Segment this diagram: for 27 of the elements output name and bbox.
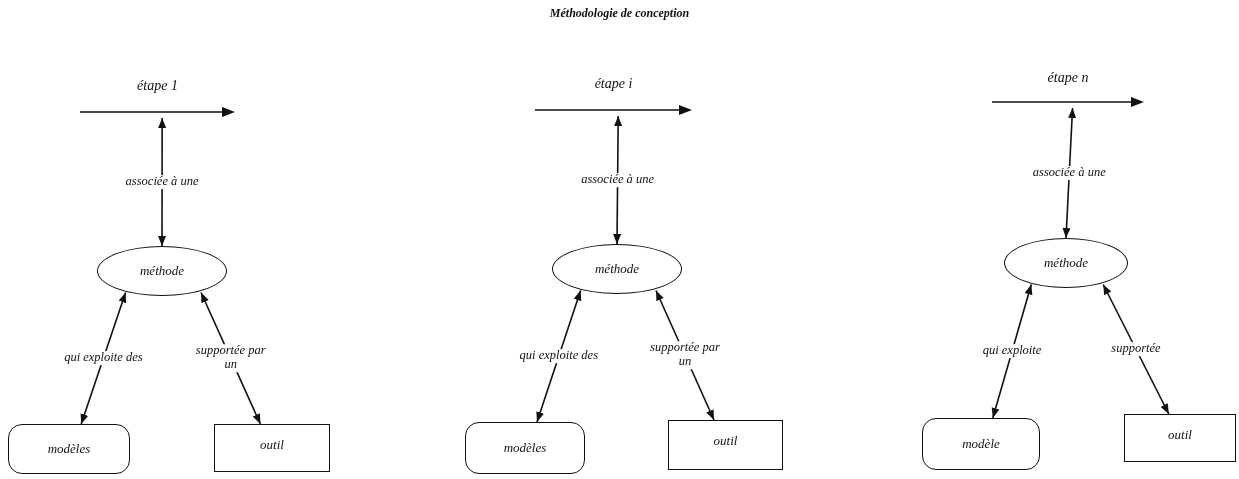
arrow xyxy=(158,117,167,247)
arrow xyxy=(1062,107,1077,239)
edge-label: qui exploite xyxy=(981,344,1043,359)
edge-label: supportée xyxy=(1110,342,1162,357)
rounded-box: modèles xyxy=(8,424,130,474)
ellipse-node: méthode xyxy=(552,244,682,294)
arrow xyxy=(613,115,623,245)
step-label: étape i xyxy=(593,76,634,92)
arrow xyxy=(991,283,1033,419)
process-box: outil xyxy=(668,420,783,470)
process-box: outil xyxy=(214,424,330,472)
edge-label: qui exploite des xyxy=(63,351,144,366)
process-box: outil xyxy=(1124,414,1236,462)
arrow xyxy=(1102,283,1170,415)
rounded-box: modèles xyxy=(465,422,585,474)
edge-label: associée à une xyxy=(580,173,656,187)
edge-label: associée à une xyxy=(124,175,200,189)
ellipse-node: méthode xyxy=(97,246,227,296)
step-label: étape n xyxy=(1046,70,1090,86)
arrow xyxy=(536,289,582,423)
diagram-title: Méthodologie de conception xyxy=(549,6,690,21)
step-label: étape 1 xyxy=(136,78,179,94)
edge-label: qui exploite des xyxy=(518,349,599,364)
rounded-box: modèle xyxy=(922,418,1040,470)
arrow xyxy=(80,291,127,425)
ellipse-node: méthode xyxy=(1004,238,1128,288)
edge-label: associée à une xyxy=(1031,166,1107,180)
